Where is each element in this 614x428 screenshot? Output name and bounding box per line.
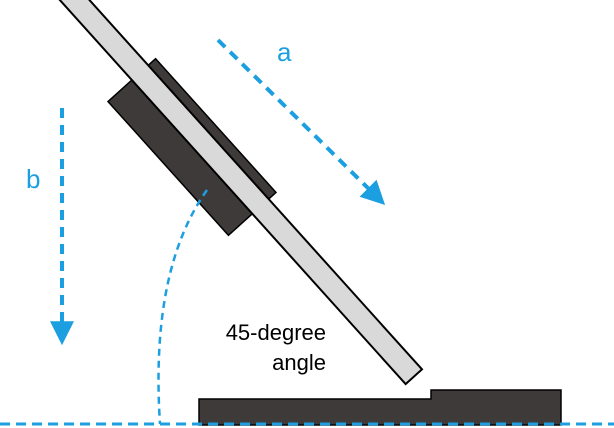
arrow-a-label: a: [277, 37, 292, 67]
angle-label-line1: 45-degree: [225, 320, 326, 345]
arrow-a: [216, 38, 386, 206]
base-block: [198, 389, 562, 426]
angle-label-line2: angle: [272, 350, 326, 375]
tilted-panel: [53, 0, 424, 386]
angle-label: 45-degree angle: [188, 318, 326, 378]
arrow-b-label: b: [26, 164, 40, 194]
angle-arc: [157, 189, 209, 425]
panel-group: [53, 0, 424, 386]
